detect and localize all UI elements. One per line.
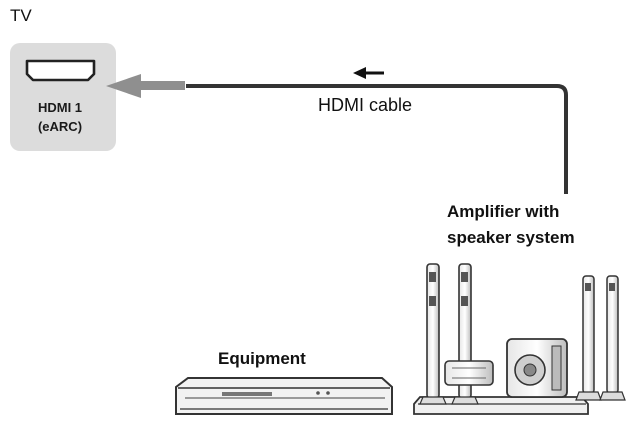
speaker-system xyxy=(413,263,626,415)
equipment-label: Equipment xyxy=(218,349,306,368)
earc-label: (eARC) xyxy=(37,119,83,134)
hdmi-cable xyxy=(106,74,568,194)
equipment-device xyxy=(175,377,393,415)
signal-direction-arrow-icon xyxy=(353,67,384,79)
hdmi-cable-label: HDMI cable xyxy=(318,95,413,115)
amplifier-label-line2: speaker system xyxy=(447,228,575,247)
tv-label: TV xyxy=(10,6,32,25)
amplifier-label-line1: Amplifier with xyxy=(447,202,560,221)
tv-hdmi-panel xyxy=(10,43,116,151)
hdmi-port-icon xyxy=(25,59,96,82)
hdmi-port-label: HDMI 1 xyxy=(37,100,83,115)
